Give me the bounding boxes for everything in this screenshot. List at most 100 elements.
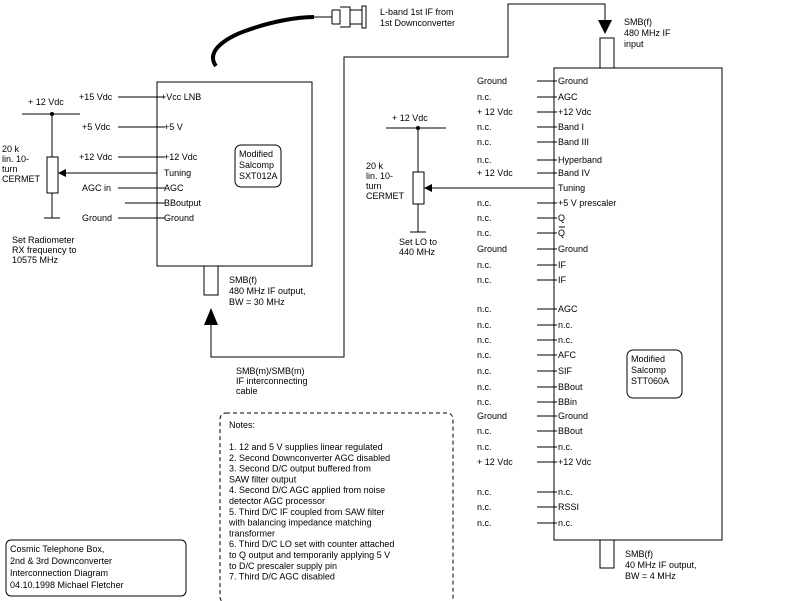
- l-band-input-connector: [211, 5, 367, 68]
- unit2-ext-label: n.c.: [477, 442, 492, 452]
- unit1-name-2: Salcomp: [239, 160, 274, 170]
- unit1-pin-ground: Ground: [164, 213, 194, 223]
- unit2-ext-label: n.c.: [477, 335, 492, 345]
- unit2-ext-label: Ground: [477, 76, 507, 86]
- input-label-1: L-band 1st IF from: [380, 7, 454, 17]
- mid-potentiometer: [386, 126, 557, 233]
- unit1-ext-agc: AGC in: [82, 183, 111, 193]
- unit2-pin-label: Band IV: [558, 168, 590, 178]
- unit2-name-1: Modified: [631, 354, 665, 364]
- notes-box: [219, 412, 454, 601]
- unit2-ext-label: n.c.: [477, 502, 492, 512]
- note-line: transformer: [229, 528, 275, 538]
- unit2-name-2: Salcomp: [631, 365, 666, 375]
- note-line: SAW filter output: [229, 474, 297, 484]
- unit2-ext-label: n.c.: [477, 382, 492, 392]
- unit2-ext-label: n.c.: [477, 304, 492, 314]
- unit2-ext-label: n.c.: [477, 228, 492, 238]
- unit2-name-box: [626, 349, 683, 399]
- unit2-box: [553, 67, 723, 541]
- unit2-ext-label: n.c.: [477, 92, 492, 102]
- unit2-ext-label: n.c.: [477, 155, 492, 165]
- unit2-pin-label: Tuning: [558, 183, 585, 193]
- note-line: to D/C prescaler supply pin: [229, 561, 337, 571]
- unit1-output-arrow: [204, 308, 218, 325]
- unit2-ext-label: n.c.: [477, 397, 492, 407]
- note-line: 6. Third D/C LO set with counter attache…: [229, 539, 394, 549]
- title-line-4: 04.10.1998 Michael Fletcher: [10, 580, 124, 590]
- unit1-pin-tuning: Tuning: [164, 168, 191, 178]
- left-potentiometer: [22, 112, 165, 219]
- unit2-ext-label: n.c.: [477, 275, 492, 285]
- unit2-input-connector: [599, 37, 615, 69]
- unit2-ext-label: n.c.: [477, 260, 492, 270]
- unit2-output-2: 40 MHz IF output,: [625, 560, 697, 570]
- unit1-output-3: BW = 30 MHz: [229, 297, 285, 307]
- if-interconnect-cable: [204, 3, 612, 358]
- note-line: 5. Third D/C IF coupled from SAW filter: [229, 507, 385, 517]
- unit2-input-arrow: [598, 20, 612, 34]
- unit2-output-3: BW = 4 MHz: [625, 571, 676, 581]
- unit2-pin-label: Hyperband: [558, 155, 602, 165]
- unit2-pin-label: Q: [558, 213, 565, 223]
- unit2-pin-label: BBin: [558, 397, 577, 407]
- unit1-pin-5v: +5 V: [164, 122, 183, 132]
- unit2-ext-label: Ground: [477, 411, 507, 421]
- note-line: 4. Second D/C AGC applied from noise: [229, 485, 385, 495]
- unit2-pin-label: n.c.: [558, 518, 573, 528]
- unit1-ext-5v: +5 Vdc: [82, 122, 111, 132]
- unit2-ext-label: n.c.: [477, 426, 492, 436]
- unit2-pin-label: Ground: [558, 76, 588, 86]
- unit2-pin-label: Ground: [558, 244, 588, 254]
- unit2-ext-label: + 12 Vdc: [477, 107, 513, 117]
- unit1-name-3: SXT012A: [239, 171, 278, 181]
- unit2-pin-label: AGC: [558, 304, 578, 314]
- left-pot-note-3: 10575 MHz: [12, 255, 59, 265]
- title-line-3: Interconnection Diagram: [10, 568, 108, 578]
- unit2-pin-label: Band III: [558, 137, 589, 147]
- unit2-pin-label: n.c.: [558, 487, 573, 497]
- unit1-output-2: 480 MHz IF output,: [229, 286, 306, 296]
- unit1-pin-12v: +12 Vdc: [164, 152, 198, 162]
- cable-label-1: SMB(m)/SMB(m): [236, 366, 305, 376]
- unit2-ext-label: n.c.: [477, 518, 492, 528]
- notes-lines: 1. 12 and 5 V supplies linear regulated2…: [228, 442, 394, 582]
- unit2-pin-label: RSSI: [558, 502, 579, 512]
- unit1-output-1: SMB(f): [229, 275, 257, 285]
- unit2-input-1: SMB(f): [624, 17, 652, 27]
- unit2-pin-label: +5 V prescaler: [558, 198, 616, 208]
- unit2-pin-label: n.c.: [558, 335, 573, 345]
- left-pot-note-1: Set Radiometer: [12, 235, 75, 245]
- mid-pot-supply: + 12 Vdc: [392, 113, 428, 123]
- unit2-pin-label: AGC: [558, 92, 578, 102]
- unit2-output-1: SMB(f): [625, 549, 653, 559]
- unit2-pin-label: n.c.: [558, 442, 573, 452]
- left-pot-spec-2: lin. 10-: [2, 154, 29, 164]
- unit2-pin-label: AFC: [558, 350, 577, 360]
- note-line: with balancing impedance matching: [228, 518, 372, 528]
- cable-label-2: IF interconnecting: [236, 376, 308, 386]
- left-pot-spec-3: turn: [2, 164, 18, 174]
- note-line: 3. Second D/C output buffered from: [229, 464, 371, 474]
- unit2-ext-label: n.c.: [477, 487, 492, 497]
- unit2-ext-label: n.c.: [477, 122, 492, 132]
- note-line: 1. 12 and 5 V supplies linear regulated: [229, 442, 383, 452]
- unit2-ext-label: Ground: [477, 244, 507, 254]
- unit1-output-connector: [203, 265, 219, 296]
- cable-label-3: cable: [236, 386, 258, 396]
- unit2-pin-label: SIF: [558, 366, 573, 376]
- unit2-ext-label: + 12 Vdc: [477, 457, 513, 467]
- left-pot-supply: + 12 Vdc: [28, 97, 64, 107]
- unit2-pin-label: IF: [558, 260, 567, 270]
- unit2-output-connector: [599, 539, 615, 569]
- unit2-input-3: input: [624, 39, 644, 49]
- mid-pot-spec-3: turn: [366, 181, 382, 191]
- unit2-pin-label: +12 Vdc: [558, 457, 592, 467]
- note-line: to Q output and temporarily applying 5 V: [229, 550, 390, 560]
- mid-pot-spec-4: CERMET: [366, 191, 405, 201]
- unit2-pin-label: Ground: [558, 411, 588, 421]
- unit2-pin-label: IF: [558, 275, 567, 285]
- unit2-pin-label: Q: [558, 228, 565, 238]
- mid-pot-note-2: 440 MHz: [399, 247, 436, 257]
